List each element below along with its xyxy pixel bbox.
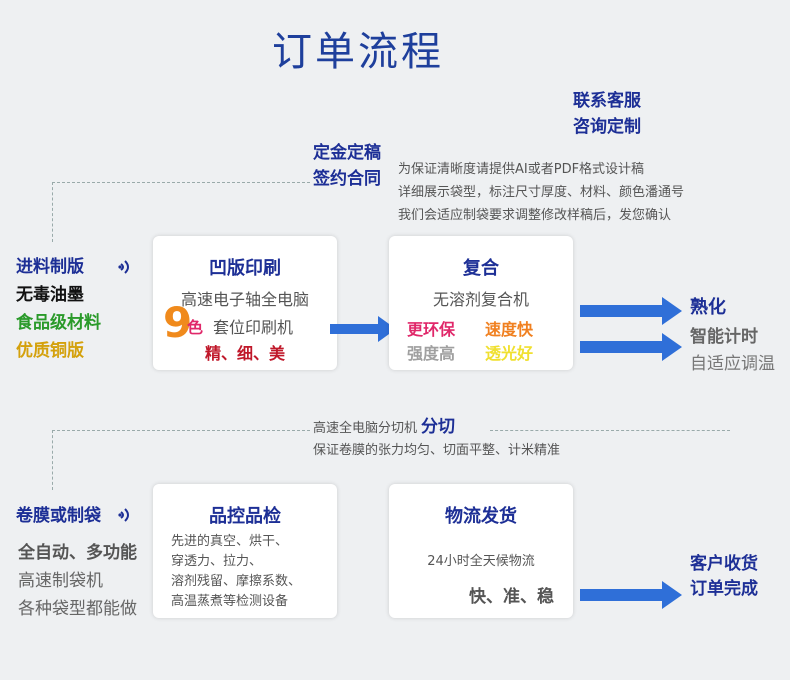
material-item: 食品级材料 [16,313,101,333]
printing-box: 凹版印刷 高速电子轴全电脑 9 色 套位印刷机 精、细、美 [153,236,337,370]
material-item: 无毒油墨 [16,285,84,305]
dashed-connector [52,182,310,183]
slitting-note: 高速全电脑分切机分切 保证卷膜的张力均匀、切面平整、计米精准 [313,416,560,462]
nine-colors-number: 9 [163,298,193,347]
feature-tag: 透光好 [485,344,534,363]
slitting-line2: 保证卷膜的张力均匀、切面平整、计米精准 [313,443,561,458]
flow-arrow [580,333,682,361]
signal-icon [118,256,136,283]
printing-line3: 精、细、美 [204,344,285,363]
dashed-connector [52,430,53,490]
slitting-line1: 高速全电脑分切机 [313,421,418,436]
design-note: 为保证清晰度请提供AI或者PDF格式设计稿 [398,162,645,177]
film-bag-line1: 全自动、多功能 [18,543,137,563]
qc-line: 穿透力、拉力、 [171,554,263,569]
quality-control-box: 品控品检 先进的真空、烘干、 穿透力、拉力、 溶剂残留、摩擦系数、 高温蒸煮等检… [153,484,337,618]
dashed-connector [490,430,730,431]
contact-line2: 咨询定制 [573,117,641,137]
design-note: 详细展示袋型，标注尺寸厚度、材料、颜色潘通号 [398,185,685,200]
dashed-connector [52,430,310,431]
logistics-line2: 快、准、稳 [469,587,554,607]
design-note: 我们会适应制袋要求调整修改样稿后，发您确认 [398,208,672,223]
qc-line: 先进的真空、烘干、 [171,534,289,549]
material-item: 进料制版 [16,257,84,277]
deposit-line2: 签约合同 [313,169,381,189]
qc-details: 先进的真空、烘干、 穿透力、拉力、 溶剂残留、摩擦系数、 高温蒸煮等检测设备 [171,532,301,612]
logistics-line1: 24小时全天候物流 [427,554,535,569]
contact-line1: 联系客服 [573,91,641,111]
cure-line1: 智能计时 [690,327,758,347]
slitting-label: 分切 [421,417,456,437]
finish-line2: 订单完成 [690,579,758,599]
design-notes: 为保证清晰度请提供AI或者PDF格式设计稿 详细展示袋型，标注尺寸厚度、材料、颜… [398,158,684,227]
deposit-line1: 定金定稿 [313,143,381,163]
feature-tag: 强度高 [407,344,456,363]
flow-arrow [580,297,682,325]
color-label: 色 [187,318,204,337]
film-bag-line3: 各种袋型都能做 [18,599,137,619]
order-complete: 客户收货 订单完成 [690,552,758,602]
printing-line2: 套位印刷机 [213,318,294,337]
logistics-box: 物流发货 24小时全天候物流 快、准、稳 [389,484,573,618]
deposit-contract: 定金定稿 签约合同 [313,140,381,192]
film-bag-title: 卷膜或制袋 [16,506,101,526]
composite-line1: 无溶剂复合机 [432,290,529,309]
printing-title: 凹版印刷 [209,258,281,279]
qc-line: 溶剂残留、摩擦系数、 [171,574,302,589]
logistics-title: 物流发货 [445,506,517,527]
printing-line1: 高速电子轴全电脑 [180,290,309,309]
finish-line1: 客户收货 [690,554,758,574]
flow-arrow [580,581,682,609]
composite-title: 复合 [463,258,499,279]
material-list: 进料制版 无毒油墨 食品级材料 优质铜版 [16,253,101,365]
material-item: 优质铜版 [16,341,84,361]
contact-service: 联系客服 咨询定制 [573,88,641,140]
feature-tag: 速度快 [485,320,534,339]
qc-line: 高温蒸煮等检测设备 [171,594,289,609]
composite-box: 复合 无溶剂复合机 更环保 速度快 强度高 透光好 [389,236,573,370]
cure-line2: 自适应调温 [690,354,775,374]
page-title: 订单流程 [272,29,444,75]
signal-icon [118,504,136,531]
feature-tag: 更环保 [407,320,456,339]
qc-title: 品控品检 [209,506,281,527]
cure-title: 熟化 [690,297,726,318]
film-bag-line2: 高速制袋机 [18,571,103,591]
flow-arrow [330,316,396,342]
dashed-connector [52,182,53,242]
